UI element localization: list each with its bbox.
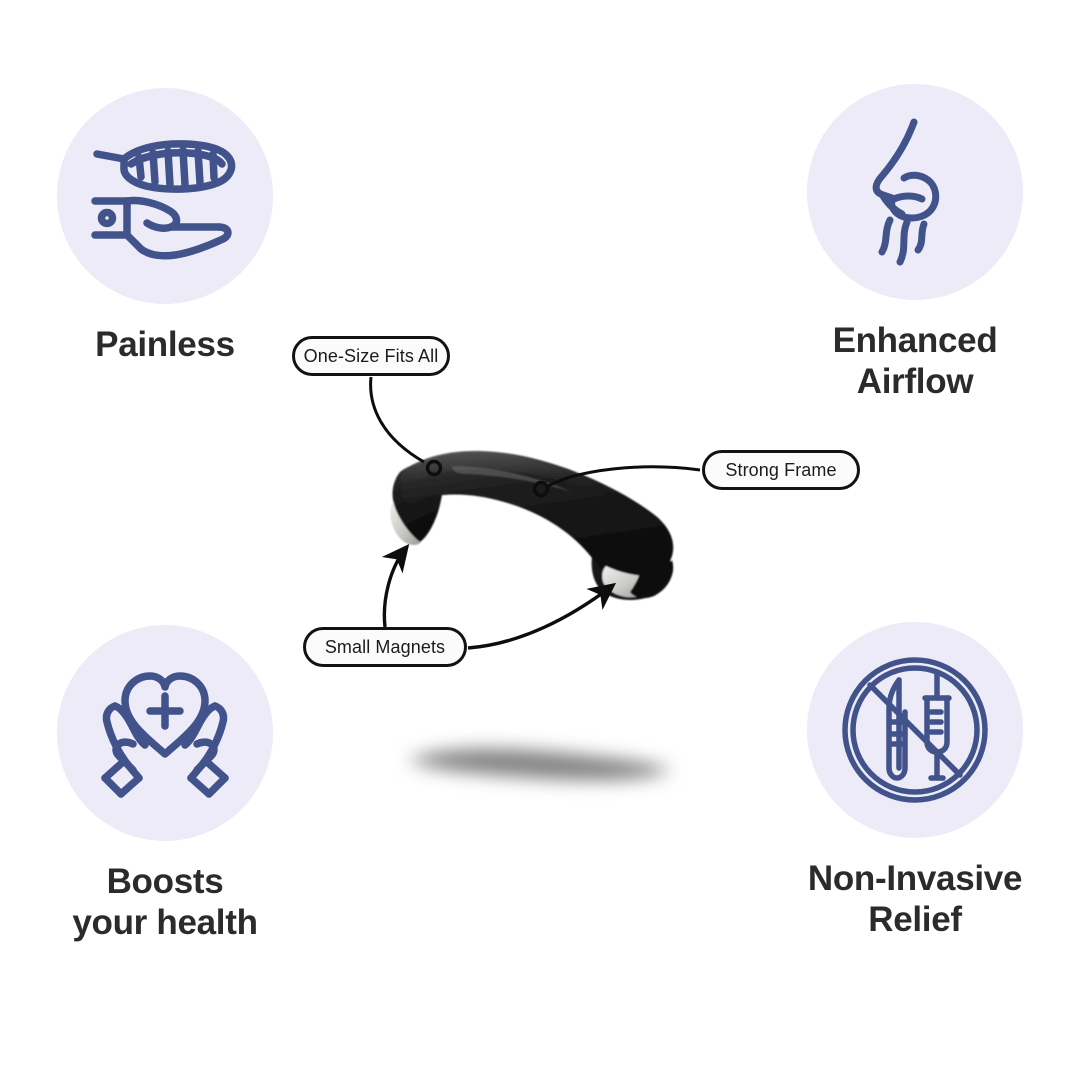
product-shadow	[408, 749, 672, 780]
callout-one-size-fits-all[interactable]: One-Size Fits All	[292, 336, 450, 376]
feature-enhanced-airflow: Enhanced Airflow	[750, 84, 1080, 403]
callout-one-size-fits-all-label: One-Size Fits All	[303, 345, 439, 366]
nasal-dilator-device	[390, 450, 674, 600]
feature-noninvasive-icon-circle	[807, 622, 1023, 838]
feature-airflow-label: Enhanced Airflow	[832, 321, 998, 402]
left-magnet-tip	[390, 498, 422, 545]
feature-painless-icon-circle	[57, 88, 273, 304]
callout-strong-frame[interactable]: Strong Frame	[702, 450, 860, 490]
right-magnet-tip	[602, 566, 651, 598]
feature-painless-label: Painless	[95, 325, 235, 364]
feature-non-invasive-relief: Non-Invasive Relief	[750, 622, 1080, 941]
no-scalpel-syringe-icon	[842, 657, 988, 803]
callout-strong-frame-label: Strong Frame	[725, 459, 837, 480]
feature-boosts-label: Boosts your health	[72, 862, 258, 943]
callout-small-magnets[interactable]: Small Magnets	[303, 627, 467, 667]
nose-airflow-icon	[872, 118, 940, 265]
hands-holding-heart-plus-icon	[101, 672, 229, 798]
hand-holding-nasal-strip-icon	[90, 140, 235, 260]
connector-one-size-fits-all	[369, 376, 443, 477]
feature-painless: Painless	[0, 88, 330, 365]
feature-noninvasive-label: Non-Invasive Relief	[807, 859, 1023, 940]
connector-strong-frame	[532, 465, 701, 498]
feature-boosts-your-health: Boosts your health	[0, 625, 330, 944]
callout-small-magnets-label: Small Magnets	[324, 636, 446, 657]
feature-airflow-icon-circle	[807, 84, 1023, 300]
feature-boosts-icon-circle	[57, 625, 273, 841]
